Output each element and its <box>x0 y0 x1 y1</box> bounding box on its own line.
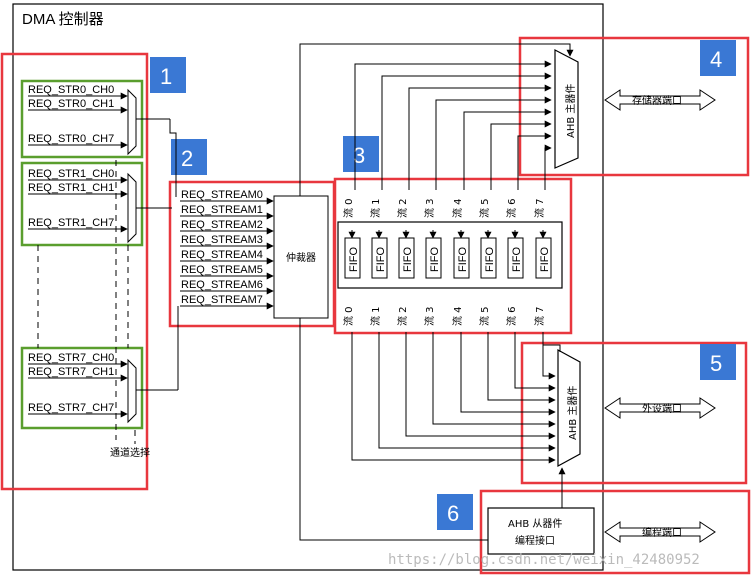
request-group-str7: REQ_STR7_CH0 REQ_STR7_CH1 REQ_STR7_CH7 <box>28 352 178 424</box>
channel-select-label: 通道选择 <box>110 446 150 459</box>
region-1-box <box>0 52 149 491</box>
fifo-label: FIFO <box>511 247 523 272</box>
svg-text:流 6: 流 6 <box>505 306 518 326</box>
svg-text:流 7: 流 7 <box>533 198 546 218</box>
fifo-label: FIFO <box>348 247 360 272</box>
svg-text:流 2: 流 2 <box>396 198 409 218</box>
callout-4: 4 <box>710 47 722 72</box>
region-4-box <box>518 36 750 177</box>
fifo-to-memory-master-wires <box>348 60 552 239</box>
req-line-label: REQ_STR7_CH0 <box>28 352 114 364</box>
highlight-boxes <box>0 36 751 575</box>
fifo-label: FIFO <box>402 247 414 272</box>
programming-port: 编程端口 <box>604 521 716 543</box>
callout-6: 6 <box>447 501 459 526</box>
fifo-bottom-stream-labels: 流 0 流 1 流 2 流 3 流 4 流 5 流 6 流 7 <box>342 306 546 326</box>
svg-text:流 1: 流 1 <box>369 306 382 326</box>
fifo-label: FIFO <box>375 247 387 272</box>
callout-3-bg <box>343 136 379 172</box>
region-6-box <box>479 489 751 575</box>
ahb-memory-master <box>554 49 579 169</box>
fifo-label: FIFO <box>429 247 441 272</box>
watermark: https://blog.csdn.net/weixin_42480952 <box>388 552 700 568</box>
dashed-continuations <box>37 160 136 444</box>
ahb-slave-box <box>487 507 595 555</box>
stream-label: REQ_STREAM5 <box>181 264 263 276</box>
callout-1-bg <box>150 57 186 93</box>
channel-mux-str0 <box>127 88 137 156</box>
fifo-to-peripheral-master-link <box>542 332 561 352</box>
svg-text:流 4: 流 4 <box>451 198 464 218</box>
callout-6-bg <box>437 494 473 530</box>
peripheral-port: 外设端口 <box>604 397 716 419</box>
dma-controller-frame <box>12 3 604 571</box>
stream-label: REQ_STREAM4 <box>181 249 263 261</box>
svg-text:流 3: 流 3 <box>423 306 436 326</box>
stream-label: REQ_STREAM0 <box>181 189 263 201</box>
svg-text:流 4: 流 4 <box>451 306 464 326</box>
svg-text:流 2: 流 2 <box>396 306 409 326</box>
programming-port-label: 编程端口 <box>642 526 682 539</box>
fifo-label: FIFO <box>457 247 469 272</box>
arbiter-box <box>273 195 329 319</box>
memory-port: 存储器端口 <box>604 89 716 111</box>
arbiter-wires <box>299 43 574 541</box>
stream-label: REQ_STREAM2 <box>181 219 263 231</box>
callout-4-bg <box>700 40 736 76</box>
memory-port-label: 存储器端口 <box>632 94 682 107</box>
ahb-peripheral-master-label: AHB 主器件 <box>567 386 579 440</box>
svg-text:流 5: 流 5 <box>478 306 491 326</box>
req-line-label: REQ_STR0_CH7 <box>28 133 114 145</box>
svg-text:流 7: 流 7 <box>533 306 546 326</box>
svg-text:流 0: 流 0 <box>342 198 355 218</box>
req-line-label: REQ_STR1_CH1 <box>28 182 114 194</box>
req-line-label: REQ_STR7_CH1 <box>28 366 114 378</box>
callout-2-bg <box>171 139 207 175</box>
svg-text:流 6: 流 6 <box>505 198 518 218</box>
svg-text:流 5: 流 5 <box>478 198 491 218</box>
peripheral-port-label: 外设端口 <box>642 402 682 415</box>
ahb-slave-label: AHB 从器件 <box>508 518 562 530</box>
stream-label: REQ_STREAM3 <box>181 234 263 246</box>
svg-text:流 3: 流 3 <box>423 198 436 218</box>
channel-mux-str7 <box>127 358 137 424</box>
request-group-str1: REQ_STR1_CH0 REQ_STR1_CH1 REQ_STR1_CH7 <box>28 168 172 244</box>
svg-text:流 1: 流 1 <box>369 198 382 218</box>
group-box-str1 <box>20 161 144 247</box>
ahb-slave-label-2: 编程接口 <box>515 534 555 547</box>
fifo-to-peripheral-master-wires <box>351 332 556 464</box>
arbiter-label: 仲裁器 <box>286 251 316 264</box>
ahb-memory-master-label: AHB 主器件 <box>565 84 577 138</box>
req-line-label: REQ_STR0_CH1 <box>28 98 114 110</box>
callout-3: 3 <box>353 143 365 168</box>
channel-mux-str1 <box>127 172 137 244</box>
callout-5-bg <box>700 344 736 380</box>
stream-requests: REQ_STREAM0 REQ_STREAM1 REQ_STREAM2 REQ_… <box>180 189 274 310</box>
req-line-label: REQ_STR1_CH0 <box>28 168 114 180</box>
callout-5: 5 <box>710 351 722 376</box>
fifo-top-stream-labels: 流 0 流 1 流 2 流 3 流 4 流 5 流 6 流 7 <box>342 198 546 218</box>
mux-to-stream-wires <box>169 119 179 390</box>
stream-label: REQ_STREAM1 <box>181 204 263 216</box>
req-line-label: REQ_STR0_CH0 <box>28 84 114 96</box>
svg-text:流 0: 流 0 <box>342 306 355 326</box>
req-line-label: REQ_STR1_CH7 <box>28 217 114 229</box>
stream-label: REQ_STREAM7 <box>181 294 263 306</box>
request-group-str0: REQ_STR0_CH0 REQ_STR0_CH1 REQ_STR0_CH7 <box>28 84 170 156</box>
req-line-label: REQ_STR7_CH7 <box>28 402 114 414</box>
callout-2: 2 <box>181 146 193 171</box>
fifo-label: FIFO <box>539 247 551 272</box>
ahb-peripheral-master <box>557 348 581 468</box>
diagram-title: DMA 控制器 <box>22 11 104 28</box>
group-box-str7 <box>20 346 144 430</box>
region-5-box <box>520 341 748 485</box>
region-3-box <box>333 177 573 335</box>
stream-label: REQ_STREAM6 <box>181 279 263 291</box>
fifo-label: FIFO <box>484 247 496 272</box>
callout-1: 1 <box>160 64 172 89</box>
callouts: 1 2 3 4 5 6 <box>150 40 736 530</box>
